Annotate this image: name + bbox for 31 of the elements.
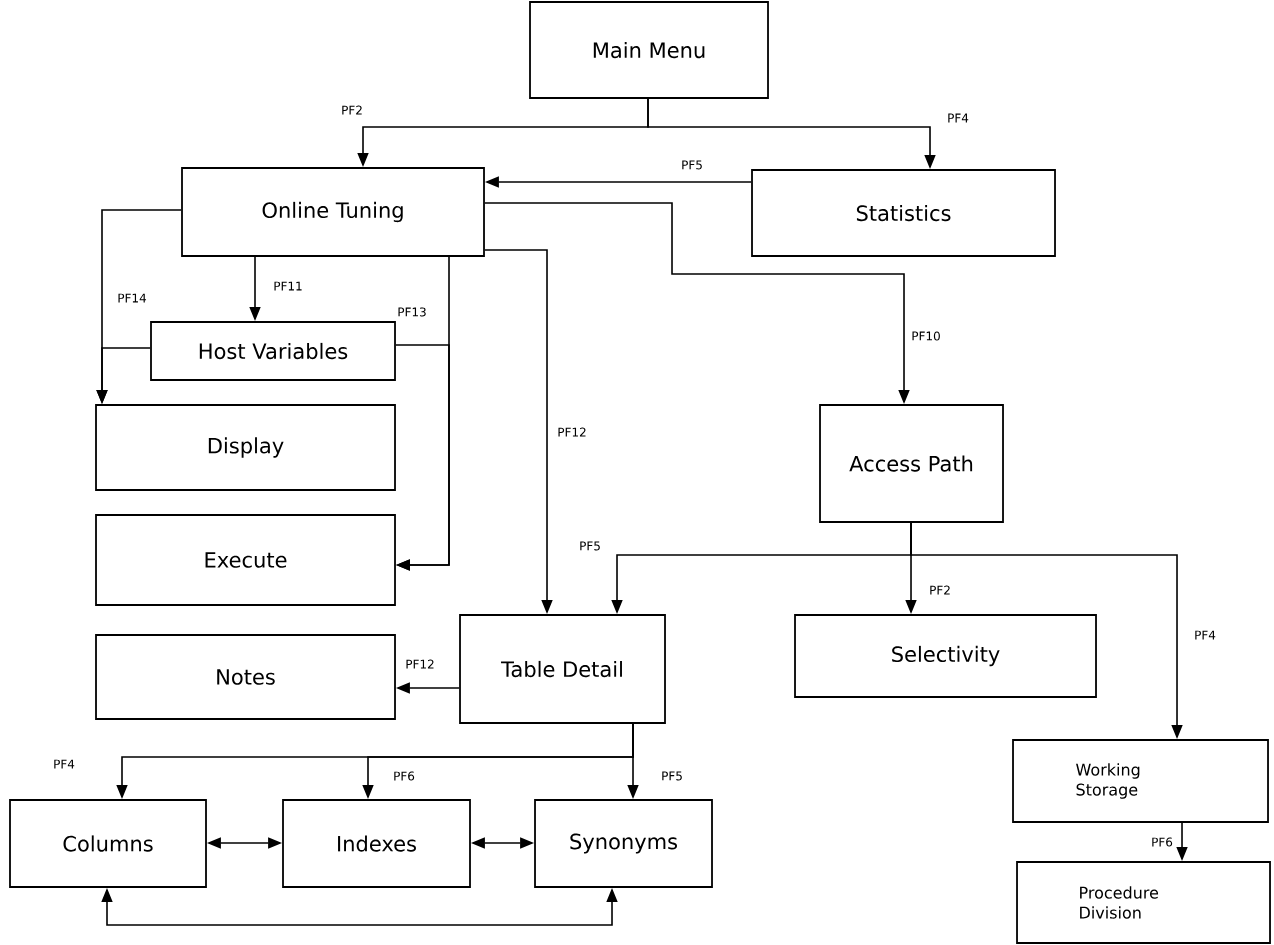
edge-label: PF11 xyxy=(272,280,304,292)
screen-box: Notes xyxy=(95,634,396,720)
edge-label: PF5 xyxy=(578,540,602,552)
edge-label: PF5 xyxy=(680,159,704,171)
edge-label: PF2 xyxy=(340,104,364,116)
edge-label: PF2 xyxy=(928,584,952,596)
screen-box: Online Tuning xyxy=(181,167,485,257)
edge-label: PF14 xyxy=(116,292,148,304)
screen-box: Main Menu xyxy=(529,1,769,99)
screen-box: Display xyxy=(95,404,396,491)
screen-box: Access Path xyxy=(819,404,1004,523)
edge-label: PF12 xyxy=(404,658,436,670)
screen-box: Host Variables xyxy=(150,321,396,381)
screen-box: Indexes xyxy=(282,799,471,888)
screen-box: Table Detail xyxy=(459,614,666,724)
edge-label: PF6 xyxy=(392,770,416,782)
edge-label: PF12 xyxy=(556,426,588,438)
edge-label: PF6 xyxy=(1150,836,1174,848)
screen-box: Execute xyxy=(95,514,396,606)
edge-label: PF4 xyxy=(1193,629,1217,641)
screen-box: Columns xyxy=(9,799,207,888)
edge-label: PF4 xyxy=(946,112,970,124)
edge-label: PF5 xyxy=(660,770,684,782)
screen-box: Procedure Division xyxy=(1016,861,1271,944)
screen-box: Synonyms xyxy=(534,799,713,888)
edge-label: PF4 xyxy=(52,758,76,770)
screen-box: Working Storage xyxy=(1012,739,1269,823)
edge-label: PF10 xyxy=(910,330,942,342)
screen-box: Statistics xyxy=(751,169,1056,257)
screen-box: Selectivity xyxy=(794,614,1097,698)
edge-label: PF13 xyxy=(396,306,428,318)
